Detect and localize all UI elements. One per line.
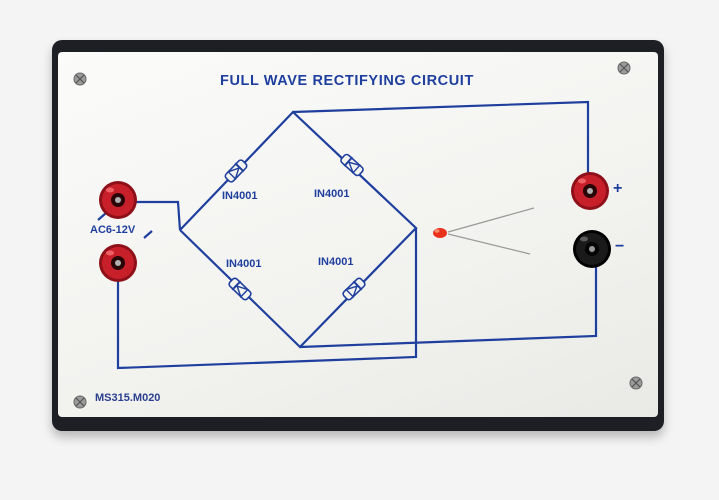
diode-d3-label: IN4001 [226, 258, 262, 270]
positive-sign: + [613, 180, 623, 197]
screw-bottom-left [73, 395, 87, 409]
diode-d1-label: IN4001 [222, 190, 258, 202]
circuit-title: FULL WAVE RECTIFYING CIRCUIT [220, 73, 474, 89]
circuit-panel [58, 52, 658, 417]
diode-d4-label: IN4001 [318, 256, 354, 268]
diode-d2-label: IN4001 [314, 188, 350, 200]
diode-d4 [342, 277, 366, 301]
positive-output-terminal[interactable] [571, 172, 609, 210]
screw-bottom-right [629, 376, 643, 390]
circuit-traces [97, 100, 598, 370]
diode-d2 [340, 153, 364, 177]
input-voltage-label: AC6-12V [90, 224, 136, 236]
negative-sign: − [615, 238, 625, 255]
screw-top-left [73, 72, 87, 86]
screw-top-right [617, 61, 631, 75]
diode-d1 [224, 159, 248, 183]
input-terminal-top[interactable] [99, 181, 137, 219]
led-component [433, 207, 535, 255]
diode-d3 [228, 277, 252, 301]
input-terminal-bottom[interactable] [99, 244, 137, 282]
model-number: MS315.M020 [95, 392, 161, 404]
negative-output-terminal[interactable] [573, 230, 611, 268]
